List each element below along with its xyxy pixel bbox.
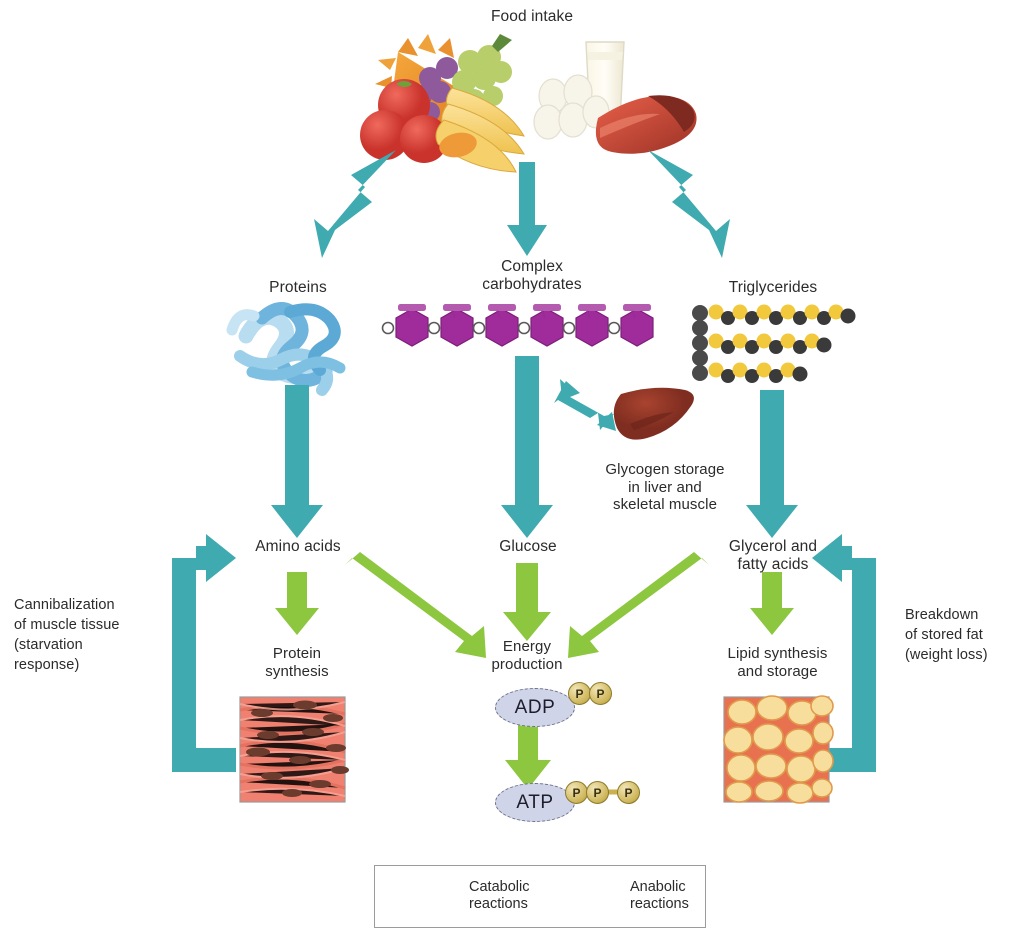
label-glycerol-and-fatty-acids: Glycerol and fatty acids bbox=[728, 538, 818, 574]
phosphate-letter: P bbox=[575, 686, 584, 701]
atp-phosphate-1: P bbox=[565, 781, 588, 804]
legend-box bbox=[374, 865, 706, 928]
label-glucose: Glucose bbox=[499, 538, 557, 555]
anabolic-arrows-energy bbox=[275, 552, 794, 789]
adipose-tissue-image bbox=[723, 695, 834, 804]
label-lipid-synthesis-and-storage: Lipid synthesis and storage bbox=[727, 645, 828, 680]
food-eggs-icon bbox=[533, 74, 610, 140]
breakdown-loop-arrow bbox=[812, 534, 876, 772]
label-amino-acids: Amino acids bbox=[255, 538, 341, 555]
food-bananas-icon bbox=[435, 87, 525, 173]
phosphate-letter: P bbox=[593, 785, 602, 800]
label-breakdown-of-stored-fat: Breakdown of stored fat (weight loss) bbox=[905, 607, 988, 663]
phosphate-letter: P bbox=[596, 686, 605, 701]
food-tomatoes-icon bbox=[360, 79, 448, 163]
atp-label: ATP bbox=[516, 791, 554, 813]
adp-phosphate-2: P bbox=[589, 682, 612, 705]
catabolic-arrows-mid bbox=[271, 356, 798, 538]
food-meat-icon bbox=[595, 95, 697, 154]
adp-phosphate-1: P bbox=[568, 682, 591, 705]
phosphate-letter: P bbox=[624, 785, 633, 800]
complex-carbohydrate-chain-icon bbox=[381, 304, 654, 347]
label-complex-carbohydrates: Complex carbohydrates bbox=[482, 258, 582, 294]
atp-phosphate-2: P bbox=[586, 781, 609, 804]
legend-catabolic-label: Catabolic reactions bbox=[469, 879, 530, 913]
cannibalization-loop-arrow bbox=[172, 534, 236, 772]
atp-phosphate-3: P bbox=[617, 781, 640, 804]
legend-anabolic-label: Anabolic reactions bbox=[630, 879, 689, 913]
label-protein-synthesis: Protein synthesis bbox=[265, 645, 329, 680]
adp-label: ADP bbox=[514, 696, 556, 718]
label-cannibalization: Cannibalization of muscle tissue (starva… bbox=[14, 597, 120, 673]
glycogen-bidirectional-arrow bbox=[554, 379, 616, 431]
catabolic-arrows-top bbox=[314, 150, 730, 258]
label-triglycerides: Triglycerides bbox=[728, 279, 818, 296]
protein-ribbon-icon bbox=[226, 302, 346, 396]
muscle-tissue-image bbox=[239, 696, 349, 803]
label-energy-production: Energy production bbox=[491, 638, 563, 673]
triglyceride-icon bbox=[692, 304, 856, 383]
adp-molecule: ADP bbox=[495, 688, 575, 727]
label-food-intake: Food intake bbox=[490, 8, 574, 25]
phosphate-letter: P bbox=[572, 785, 581, 800]
atp-molecule: ATP bbox=[495, 783, 575, 822]
label-proteins: Proteins bbox=[269, 279, 327, 296]
liver-icon bbox=[613, 387, 694, 440]
label-glycogen-storage: Glycogen storage in liver and skeletal m… bbox=[605, 461, 725, 514]
